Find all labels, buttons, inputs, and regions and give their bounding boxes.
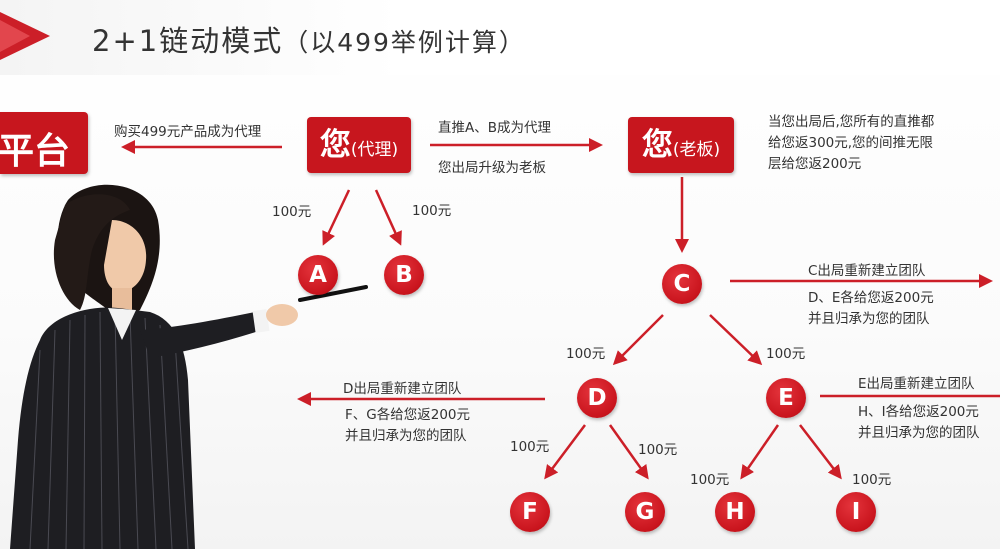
e-note-line: 并且归承为您的团队 [858, 425, 980, 441]
amount-label-D: 100元 [566, 346, 606, 362]
amount-label-H: 100元 [690, 472, 730, 488]
node-A: A [298, 255, 338, 295]
arrow-D-to-G [608, 424, 649, 480]
title-main: 2+1链动模式 [92, 24, 284, 58]
arrow-agent-to-B [374, 189, 402, 246]
d-note-line: F、G各给您返200元 [345, 407, 470, 423]
shirt-collar-shape [108, 308, 136, 340]
boss-note-line: 层给您返200元 [768, 156, 862, 172]
boss-note: 当您出局后,您所有的直推都 给您返300元,您的间推无限 层给您返200元 [768, 112, 934, 175]
platform-label: 平台 [0, 131, 71, 172]
node-H: H [715, 492, 755, 532]
boss-note-line: 给您返300元,您的间推无限 [768, 135, 934, 151]
arm-shape [140, 312, 262, 358]
node-D: D [577, 378, 617, 418]
cuff-shape [252, 309, 270, 333]
buy-label: 购买499元产品成为代理 [114, 124, 262, 140]
node-G: G [625, 492, 665, 532]
suit-shape [10, 307, 195, 549]
node-I: I [836, 492, 876, 532]
c-note-line: D、E各给您返200元 [808, 290, 934, 306]
arrow-C-to-D [612, 314, 664, 366]
agent-box: 您(代理) [307, 117, 411, 173]
hand-shape [266, 304, 298, 326]
arrow-E-to-H [740, 424, 780, 480]
amount-label-G: 100元 [638, 442, 678, 458]
arrow-agent-to-A [322, 189, 351, 246]
e-note: H、I各给您返200元 并且归承为您的团队 [858, 402, 980, 444]
platform-box: 平台 [0, 112, 88, 174]
amount-label-F: 100元 [510, 439, 550, 455]
header-chevron-inner-icon [0, 20, 30, 52]
direct-label: 直推A、B成为代理 [438, 120, 551, 136]
amount-label-E: 100元 [766, 346, 806, 362]
page-title: 2+1链动模式（以499举例计算） [92, 18, 526, 60]
boss-role: (老板) [672, 140, 721, 160]
hair-front-shape [53, 194, 130, 310]
node-E: E [766, 378, 806, 418]
e-note-line: H、I各给您返200元 [858, 404, 979, 420]
d-rebuild-label: D出局重新建立团队 [343, 381, 462, 397]
arrow-E-to-I [799, 424, 842, 480]
boss-box: 您(老板) [628, 117, 734, 173]
face-shape [104, 220, 147, 292]
suit-stripes [29, 311, 189, 549]
boss-note-line: 当您出局后,您所有的直推都 [768, 114, 935, 130]
d-note-line: 并且归承为您的团队 [345, 428, 467, 444]
pointer-stick [298, 285, 368, 302]
amount-label-A: 100元 [272, 204, 312, 220]
header-band [0, 0, 1000, 75]
neck-shape [112, 288, 132, 312]
node-C: C [662, 264, 702, 304]
e-rebuild-label: E出局重新建立团队 [858, 376, 975, 392]
node-F: F [510, 492, 550, 532]
d-note: F、G各给您返200元 并且归承为您的团队 [345, 405, 470, 447]
presenter-illustration [10, 184, 298, 549]
agent-name: 您 [319, 127, 351, 163]
c-note-line: 并且归承为您的团队 [808, 311, 930, 327]
c-rebuild-label: C出局重新建立团队 [808, 263, 926, 279]
title-sub: （以499举例计算） [283, 28, 526, 57]
boss-name: 您 [641, 127, 673, 163]
arrow-C-to-E [709, 314, 763, 366]
c-note: D、E各给您返200元 并且归承为您的团队 [808, 288, 934, 330]
amount-label-I: 100元 [852, 472, 892, 488]
amount-label-B: 100元 [412, 203, 452, 219]
node-B: B [384, 255, 424, 295]
agent-role: (代理) [350, 140, 399, 160]
upgrade-label: 您出局升级为老板 [438, 160, 546, 176]
arrow-D-to-F [544, 424, 586, 480]
